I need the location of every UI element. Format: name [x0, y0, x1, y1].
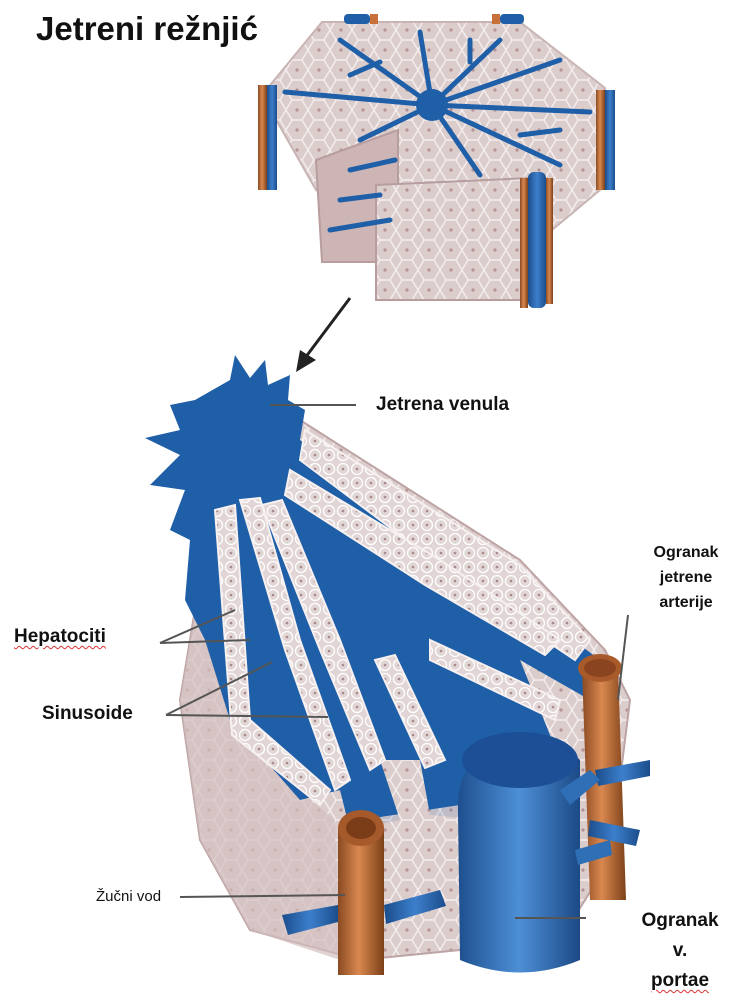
label-hepatic-venule: Jetrena venula [376, 394, 509, 416]
label-line: Ogranak v. [641, 910, 718, 961]
portal-triad-front [520, 172, 553, 308]
label-line: portae [651, 970, 709, 991]
label-line: Ogranak [640, 540, 732, 565]
label-portal-vein-branch: Ogranak v. portae [634, 906, 726, 996]
label-line: jetrene [640, 565, 732, 590]
label-hepatocytes: Hepatociti [14, 626, 106, 648]
label-bile-duct: Žučni vod [96, 888, 161, 905]
portal-triad-left [258, 85, 277, 190]
label-hepatic-artery-branch: Ogranak jetrene arterije [640, 540, 732, 615]
hexagonal-lobule [258, 14, 615, 308]
label-line: arterije [640, 590, 732, 615]
portal-triad-right [596, 90, 615, 190]
label-sinusoids: Sinusoide [42, 703, 133, 725]
diagram-title: Jetreni režnjić [36, 10, 258, 48]
zoom-arrow [296, 298, 350, 372]
